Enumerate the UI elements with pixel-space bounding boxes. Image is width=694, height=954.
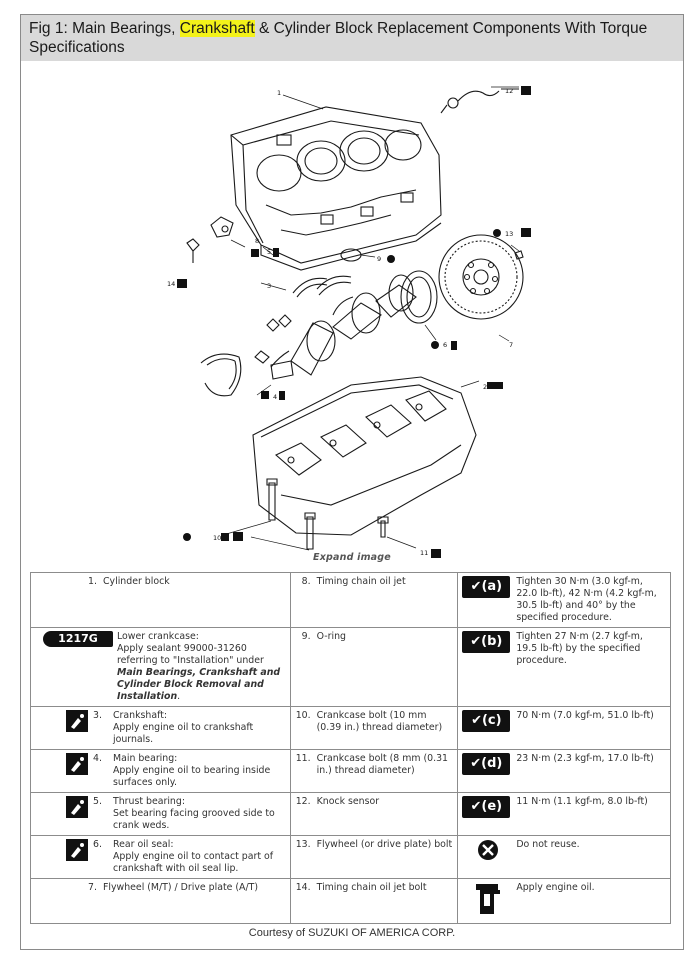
upper-bearings-drawing: [266, 275, 352, 332]
table-row: 1.Cylinder block 8.Timing chain oil jet …: [30, 572, 671, 628]
callout-11: 11: [420, 549, 428, 557]
oil-can-icon: [35, 839, 93, 875]
torque-spec: Tighten 30 N·m (3.0 kgf-m, 22.0 lb-ft), …: [516, 576, 657, 623]
torque-wrench-icon: ✔(a): [462, 576, 511, 598]
crankshaft-drawing: [270, 274, 417, 380]
expand-image-link[interactable]: Expand image: [313, 552, 391, 563]
callout-2: 2: [483, 383, 487, 391]
exploded-diagram[interactable]: 1 2 3 4 5 6 7 8 9 10 11 12 13: [21, 65, 683, 563]
table-row: 6.Rear oil seal:Apply engine oil to cont…: [30, 835, 671, 879]
torque-spec: 70 N·m (7.0 kgf-m, 51.0 lb-ft): [516, 710, 654, 721]
part-number: 10.: [295, 710, 311, 721]
part-label: Crankcase bolt (8 mm (0.31 in.) thread d…: [316, 753, 448, 776]
torque-wrench-icon: ✔(b): [462, 631, 511, 653]
do-not-reuse-icon: [462, 839, 514, 865]
part-label: Crankcase bolt (10 mm (0.39 in.) thread …: [316, 710, 443, 733]
callout-6: 6: [443, 341, 447, 349]
knock-sensor-drawing: [440, 88, 519, 114]
item-label: Crankshaft:: [113, 710, 168, 721]
symbol-meaning: Do not reuse.: [516, 839, 580, 850]
callout-10: 10: [213, 534, 221, 542]
item-number: 4.: [93, 753, 102, 764]
torque-wrench-icon: ✔(c): [462, 710, 511, 732]
callout-9: 9: [377, 255, 381, 263]
item-label: Lower crankcase:: [117, 631, 199, 642]
part-label: Timing chain oil jet: [316, 576, 406, 587]
callout-7: 7: [509, 341, 513, 349]
table-row: 4.Main bearing:Apply engine oil to beari…: [30, 749, 671, 793]
callout-3: 3: [267, 282, 271, 290]
figure-title: Fig 1: Main Bearings, Crankshaft & Cylin…: [21, 15, 683, 61]
part-label: O-ring: [316, 631, 347, 642]
legend-table: 1. Cylinder block 8. Timing chain oil jet …: [30, 572, 671, 924]
title-highlight: Crankshaft: [179, 20, 255, 37]
callout-12: 12: [505, 87, 513, 95]
item-label: Cylinder block: [103, 576, 170, 587]
torque-spec: Tighten 27 N·m (2.7 kgf-m, 19.5 lb-ft) b…: [516, 631, 643, 666]
symbol-meaning: Apply engine oil.: [516, 882, 595, 893]
part-number: 9.: [301, 631, 311, 642]
figure-frame: Fig 1: Main Bearings, Crankshaft & Cylin…: [20, 14, 684, 950]
oil-jet-drawing: [186, 216, 234, 263]
callout-8: 8: [255, 237, 259, 245]
torque-spec: 11 N·m (1.1 kgf-m, 8.0 lb-ft): [516, 796, 648, 807]
part-label: Knock sensor: [316, 796, 380, 807]
torque-wrench-icon: ✔(d): [462, 753, 511, 775]
title-text-suffix: & Cylinder Block Replacement Components …: [29, 20, 648, 56]
item-number: 1.: [88, 576, 97, 587]
lower-crankcase-drawing: [252, 376, 477, 536]
callout-5: 5: [267, 248, 271, 256]
item-label: Flywheel (M/T) / Drive plate (A/T): [103, 882, 258, 893]
crankcase-bolts-drawing: [266, 250, 524, 550]
item-number: 3.: [93, 710, 102, 721]
torque-wrench-icon: ✔(e): [462, 796, 511, 818]
item-label: Main bearing:: [113, 753, 178, 764]
item-number: 7.: [88, 882, 97, 893]
table-row: 3.Crankshaft:Apply engine oil to cranksh…: [30, 706, 671, 750]
part-number: 8.: [301, 576, 311, 587]
engine-oil-icon: [462, 882, 514, 920]
callout-1: 1: [277, 89, 281, 97]
callout-13: 13: [505, 230, 513, 238]
part-number: 12.: [295, 796, 311, 807]
flywheel-drawing: [438, 234, 524, 320]
oil-can-icon: [35, 753, 93, 789]
item-number: 6.: [93, 839, 102, 850]
part-label: Timing chain oil jet bolt: [316, 882, 427, 893]
item-number: 5.: [93, 796, 102, 807]
cylinder-block-drawing: [230, 106, 442, 271]
item-label: Thrust bearing:: [113, 796, 185, 807]
part-number: 14.: [295, 882, 311, 893]
torque-spec: 23 N·m (2.3 kgf-m, 17.0 lb-ft): [516, 753, 654, 764]
part-number: 11.: [295, 753, 311, 764]
oil-can-icon: [35, 710, 93, 746]
oil-can-icon: [35, 796, 93, 832]
sealant-icon: 1217G: [35, 631, 113, 703]
leader-lines: [222, 86, 520, 551]
credit-line: Courtesy of SUZUKI OF AMERICA CORP.: [248, 927, 456, 939]
table-row: 7. Flywheel (M/T) / Drive plate (A/T) 14.…: [30, 878, 671, 924]
lower-bearings-drawing: [200, 350, 270, 397]
title-text: Fig 1: Main Bearings,: [29, 20, 180, 37]
part-label: Flywheel (or drive plate) bolt: [316, 839, 453, 850]
table-row: 5.Thrust bearing:Set bearing facing groo…: [30, 792, 671, 836]
callout-4: 4: [273, 393, 277, 401]
item-label: Rear oil seal:: [113, 839, 174, 850]
callout-14: 14: [167, 280, 175, 288]
part-number: 13.: [295, 839, 311, 850]
rear-oil-seal-drawing: [400, 270, 438, 324]
